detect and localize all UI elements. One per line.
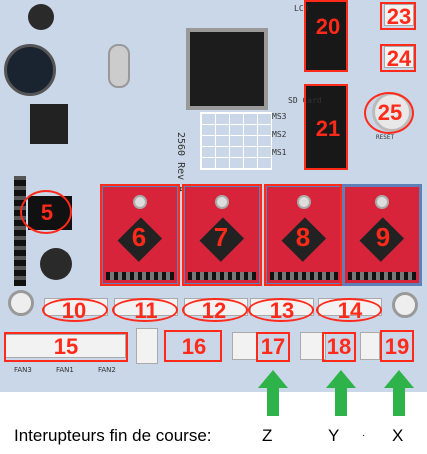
left-header-strip [14,176,26,286]
highlight-box-23 [380,2,416,30]
label-21: 21 [315,116,341,141]
highlight-oval-10 [42,298,108,322]
highlight-oval-12 [182,298,248,322]
highlight-box-17 [256,332,290,362]
highlight-box-6 [100,184,180,286]
label-9: 9 [375,222,391,252]
circuit-board: 2560 Rev A MS3 MS2 MS1 LCD SD Card RESET [0,0,427,392]
label-8: 8 [295,222,311,252]
stepper-driver-9 [342,184,422,286]
label-13: 13 [269,298,295,323]
fan3-label: FAN3 [14,366,32,374]
label-25: 25 [377,100,403,125]
crystal [108,44,130,88]
label-18: 18 [326,334,352,359]
highlight-box-21 [304,84,348,170]
label-19: 19 [384,334,410,359]
reset-label: RESET [376,134,395,141]
separator-dot: · [362,430,366,441]
label-12: 12 [201,298,227,323]
highlight-oval-13 [248,298,314,322]
label-24: 24 [386,46,412,71]
endstop-connector-y [300,332,326,360]
fan1-label: FAN1 [56,366,74,374]
green-up-arrow-icon [384,370,414,416]
fan2-label: FAN2 [98,366,116,374]
ms3-label: MS3 [272,112,287,121]
lcd-header [306,0,346,72]
highlight-box-16 [164,330,222,362]
endstop-caption: Interupteurs fin de course: [14,426,212,445]
axis-y-label: Y [328,426,340,445]
endstop-connector-x [360,332,380,360]
label-23: 23 [386,4,412,29]
label-5: 5 [40,200,54,225]
highlight-box-7 [182,184,262,286]
highlight-box-8 [264,184,342,286]
highlight-box-19 [380,330,414,362]
lcd-label: LCD [294,4,309,13]
sd-header [306,86,346,170]
green-up-arrow-icon [326,370,356,416]
highlight-oval-14 [316,298,382,322]
label-11: 11 [134,298,158,323]
highlight-box-18 [322,332,356,362]
mount-hole [8,290,34,316]
axis-x-label: X [392,426,404,445]
highlight-box-15 [4,332,128,362]
highlight-circle-5 [20,190,72,234]
regulator [30,104,68,144]
connector-23 [384,4,414,26]
mount-hole-right [392,292,418,318]
ms2-label: MS2 [272,130,287,139]
ms1-label: MS1 [272,148,287,157]
axis-z-label: Z [262,426,273,445]
endstop-connector-z [232,332,258,360]
label-16: 16 [181,334,207,359]
label-7: 7 [213,222,229,252]
connector-24 [384,46,414,68]
label-10: 10 [61,298,87,323]
label-17: 17 [260,334,286,359]
green-up-arrow-icon [258,370,288,416]
label-14: 14 [337,298,363,323]
microcontroller [186,28,268,110]
highlight-circle-25 [364,92,414,134]
connector-16-side [136,328,158,364]
label-15: 15 [53,334,79,359]
jumper-table [200,112,272,170]
capacitor-bottom [40,248,72,280]
fan-connector-15 [4,334,126,358]
label-20: 20 [315,14,341,39]
capacitor-top [28,4,54,30]
label-6: 6 [131,222,147,252]
highlight-oval-11 [112,298,178,322]
inductor [4,44,56,96]
highlight-box-20 [304,0,348,72]
highlight-box-24 [380,44,416,72]
